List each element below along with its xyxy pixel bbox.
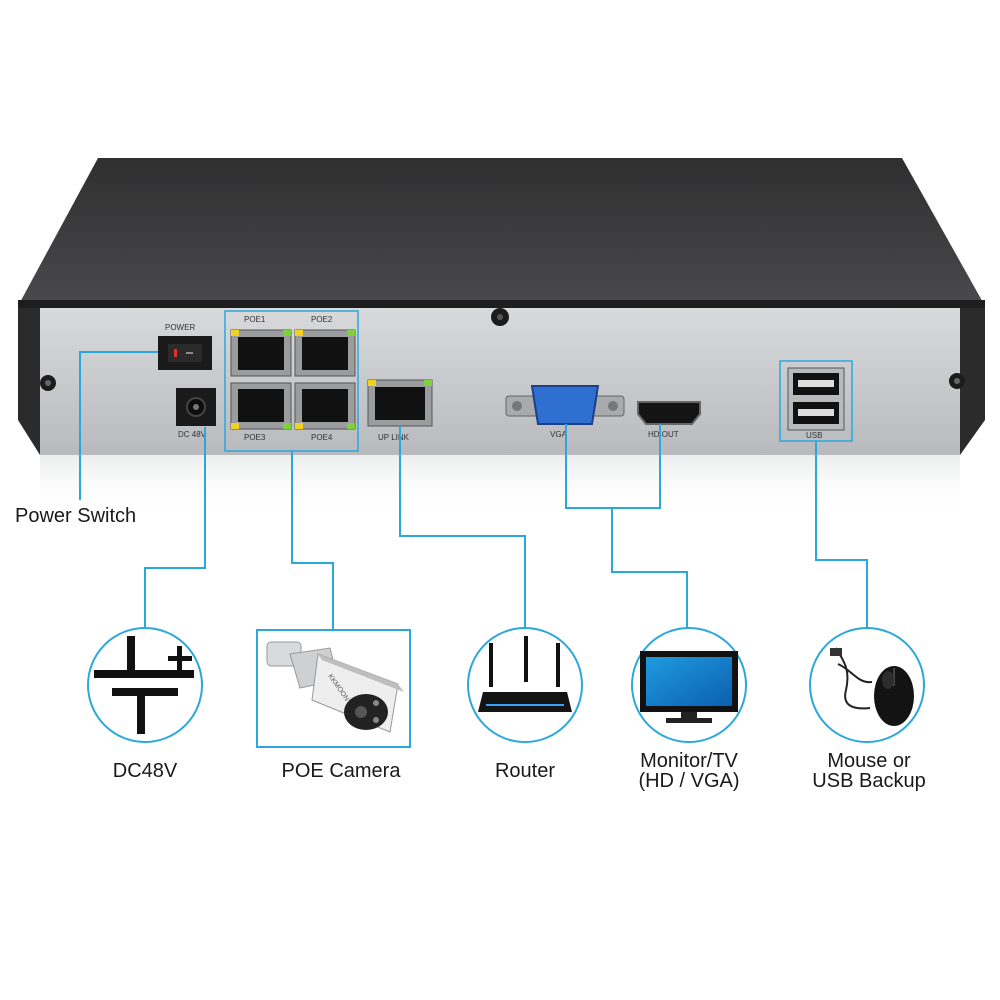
monitor-icon	[631, 627, 747, 743]
mouse-caption-line1: Mouse or	[827, 750, 911, 772]
usb-line	[815, 441, 868, 630]
poe-camera-icon: KKMOON	[256, 629, 411, 748]
router-caption: Router	[494, 760, 556, 782]
usb-label: USB	[806, 431, 822, 440]
mouse-icon	[809, 627, 925, 743]
dc-line	[144, 427, 206, 630]
poe-port-1[interactable]	[230, 329, 292, 377]
dc-label: DC 48V	[178, 430, 207, 439]
dc-power-symbol-icon	[87, 627, 203, 743]
vga-line	[565, 424, 688, 630]
poe-port-4[interactable]	[294, 382, 356, 430]
case-top	[18, 158, 985, 306]
poe3-label: POE3	[244, 433, 266, 442]
poe-line	[291, 451, 334, 632]
uplink-port[interactable]	[367, 379, 433, 427]
power-label: POWER	[165, 323, 195, 332]
poe2-label: POE2	[311, 315, 333, 324]
hdmi-line	[612, 424, 661, 509]
power-switch-caption: Power Switch	[15, 505, 137, 527]
vga-label: VGA	[550, 430, 568, 439]
nvr-device: POWER DC 48V POE1 POE2 POE3 POE4	[18, 158, 985, 515]
monitor-caption-line2: (HD / VGA)	[638, 770, 740, 792]
mouse-caption-line2: USB Backup	[812, 770, 926, 792]
poe-port-3[interactable]	[230, 382, 292, 430]
hdout-label: HD OUT	[648, 430, 679, 439]
poe1-label: POE1	[244, 315, 266, 324]
connector-lines	[79, 351, 868, 632]
vga-port[interactable]	[505, 385, 625, 425]
power-switch-line	[79, 351, 158, 500]
hdmi-port[interactable]	[637, 401, 701, 425]
uplink-line	[399, 426, 526, 630]
usb-ports[interactable]	[787, 367, 845, 431]
floor-reflection	[40, 455, 960, 515]
uplink-label: UP LINK	[378, 433, 410, 442]
poe-port-2[interactable]	[294, 329, 356, 377]
dc48v-caption: DC48V	[112, 760, 178, 782]
router-icon	[467, 627, 583, 743]
poe4-label: POE4	[311, 433, 333, 442]
monitor-caption-line1: Monitor/TV	[640, 750, 738, 772]
poe-camera-caption: POE Camera	[281, 760, 401, 782]
